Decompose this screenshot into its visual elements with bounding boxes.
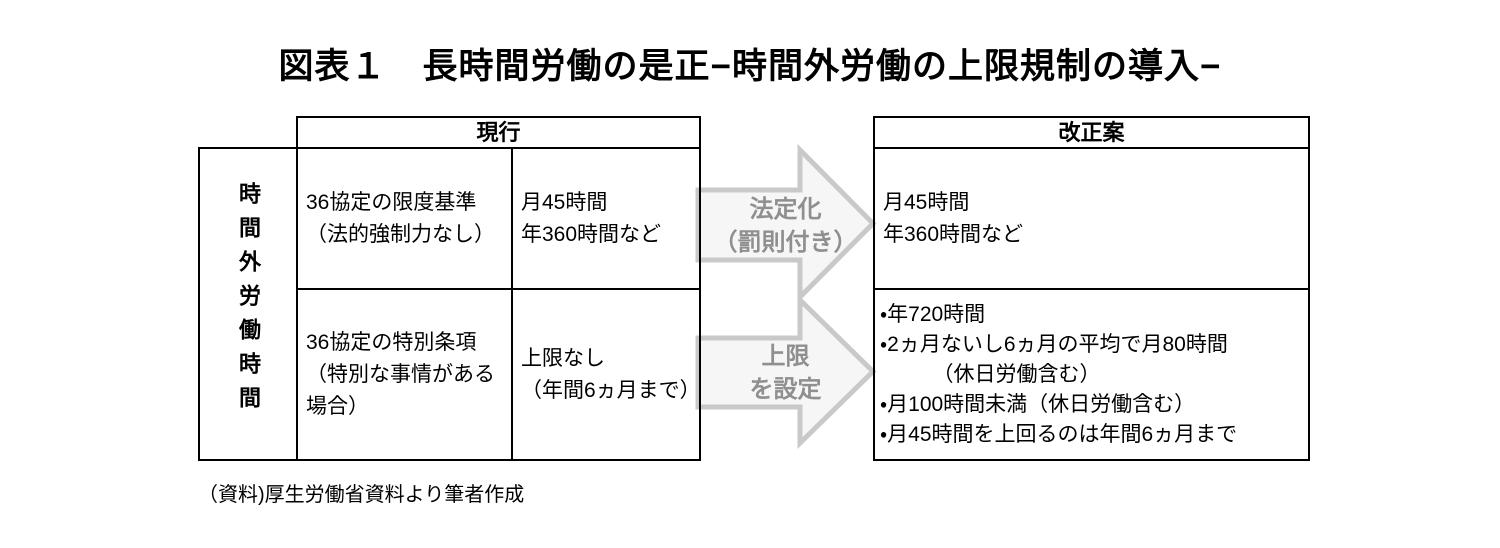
overtime-hours-vertical-label: 時間外労働時間 (236, 182, 261, 420)
current-special-clause-value-cell: 上限なし （年間6ヵ月まで） (510, 288, 702, 461)
corner-spacer-cell (199, 117, 297, 148)
current-column-header: 現行 (295, 116, 702, 149)
legalization-arrow-label: 法定化 （罰則付き） (713, 196, 858, 256)
revised-rules-table: 改正案 月45時間 年360時間など ・年720時間 ・2ヵ月ないし6ヵ月の平均… (873, 116, 1310, 461)
table-row: 36協定の特別条項 （特別な事情がある 場合） 上限なし （年間6ヵ月まで） (199, 288, 702, 461)
overtime-hours-row-header: 時間外労働時間 (198, 147, 298, 461)
revised-column-header: 改正案 (873, 116, 1310, 149)
current-rules-table: 現行 時間外労働時間 36協定の限度基準 （法的強制力なし） 月45時間 年36… (198, 116, 702, 461)
table-row: 時間外労働時間 36協定の限度基準 （法的強制力なし） 月45時間 年360時間… (198, 147, 702, 461)
current-special-clause-cell: 36協定の特別条項 （特別な事情がある 場合） (296, 288, 513, 461)
set-upper-limit-arrow-label: 上限 を設定 (749, 343, 822, 403)
current-limit-standard-cell: 36協定の限度基準 （法的強制力なし） (296, 147, 513, 290)
current-header-row: 現行 (199, 116, 702, 149)
revised-header-row: 改正案 (873, 116, 1310, 149)
table-row: 月45時間 年360時間など (873, 147, 1310, 290)
figure-title: 図表１ 長時間労働の是正−時間外労働の上限規制の導入− (278, 47, 1222, 86)
table-row: ・年720時間 ・2ヵ月ないし6ヵ月の平均で月80時間 （休日労働含む） ・月1… (873, 288, 1310, 461)
source-note: （資料)厚生労働省資料より筆者作成 (198, 484, 525, 506)
revised-limit-standard-value-cell: 月45時間 年360時間など (873, 147, 1310, 290)
revised-upper-limit-details-cell: ・年720時間 ・2ヵ月ないし6ヵ月の平均で月80時間 （休日労働含む） ・月1… (873, 288, 1310, 461)
current-limit-standard-value-cell: 月45時間 年360時間など (510, 147, 702, 290)
